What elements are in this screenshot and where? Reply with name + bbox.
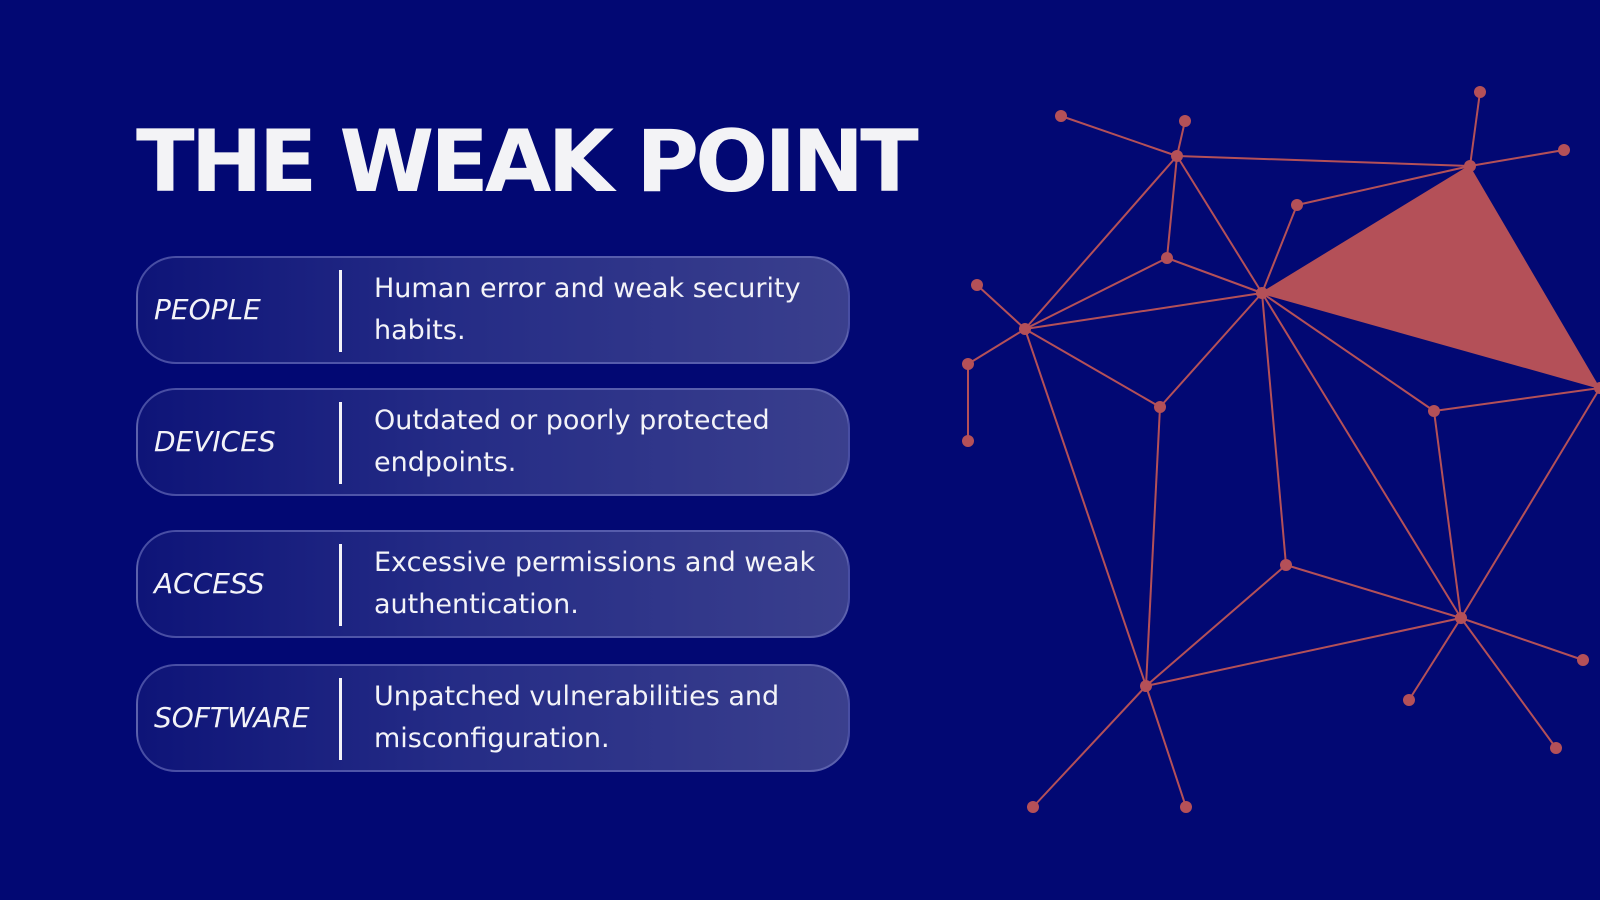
- network-edge: [1460, 617, 1557, 749]
- item-description: Outdated or poorly protected endpoints.: [374, 405, 770, 478]
- network-edge: [976, 284, 1026, 330]
- slide-title: THE WEAK POINT: [136, 112, 919, 212]
- network-edge: [1261, 204, 1298, 294]
- network-edge: [1024, 328, 1147, 687]
- network-edge: [1145, 564, 1287, 687]
- network-edge: [1469, 149, 1565, 167]
- network-node: [1019, 323, 1031, 335]
- network-edge: [967, 328, 1026, 365]
- network-node: [1055, 110, 1067, 122]
- network-edge: [1166, 257, 1263, 294]
- network-edge: [1145, 685, 1187, 808]
- network-edge: [1176, 155, 1263, 294]
- network-edge: [1032, 685, 1147, 808]
- network-edge: [1261, 292, 1287, 566]
- network-edge: [1261, 292, 1462, 619]
- network-edge: [1296, 165, 1471, 206]
- item-label: ACCESS: [154, 567, 265, 600]
- network-edge: [1024, 328, 1161, 408]
- weak-point-item-access: ACCESS Excessive permissions and weak au…: [136, 530, 850, 638]
- item-divider: [339, 544, 342, 626]
- network-edge: [1261, 292, 1435, 412]
- network-edge: [1166, 155, 1178, 259]
- item-label: PEOPLE: [154, 293, 261, 326]
- item-description: Unpatched vulnerabilities and misconfigu…: [374, 681, 780, 754]
- network-edge: [1261, 165, 1471, 294]
- network-node: [1179, 115, 1191, 127]
- network-edge: [1469, 91, 1481, 167]
- network-edge: [1433, 387, 1600, 412]
- network-edge: [1176, 155, 1471, 167]
- network-edge: [1024, 292, 1263, 330]
- network-node: [1180, 801, 1192, 813]
- item-divider: [339, 270, 342, 352]
- network-node: [1027, 801, 1039, 813]
- network-node: [962, 358, 974, 370]
- item-divider: [339, 678, 342, 760]
- network-edge: [1145, 617, 1462, 687]
- network-node: [1577, 654, 1589, 666]
- network-edge: [1460, 617, 1584, 661]
- network-node: [1140, 680, 1152, 692]
- item-divider: [339, 402, 342, 484]
- network-node: [1558, 144, 1570, 156]
- weak-point-item-devices: DEVICES Outdated or poorly protected end…: [136, 388, 850, 496]
- network-edge: [1145, 406, 1161, 687]
- network-node: [1455, 612, 1467, 624]
- network-node: [1171, 150, 1183, 162]
- network-node: [1464, 160, 1476, 172]
- network-node: [971, 279, 983, 291]
- network-node: [1154, 401, 1166, 413]
- network-edge: [1024, 155, 1178, 330]
- network-node: [1550, 742, 1562, 754]
- network-triangle: [1262, 166, 1600, 388]
- network-node: [1428, 405, 1440, 417]
- network-node: [1291, 199, 1303, 211]
- network-node: [1280, 559, 1292, 571]
- weak-point-item-software: SOFTWARE Unpatched vulnerabilities and m…: [136, 664, 850, 772]
- item-description: Human error and weak security habits.: [374, 273, 801, 346]
- network-node: [962, 435, 974, 447]
- item-label: SOFTWARE: [154, 701, 310, 734]
- network-node: [1256, 287, 1268, 299]
- weak-point-item-people: PEOPLE Human error and weak security hab…: [136, 256, 850, 364]
- network-node: [1474, 86, 1486, 98]
- item-label: DEVICES: [154, 425, 276, 458]
- network-edge: [1460, 387, 1600, 619]
- network-node: [1161, 252, 1173, 264]
- network-edge: [1261, 292, 1600, 389]
- network-node: [1594, 382, 1600, 394]
- network-edge: [1285, 564, 1462, 619]
- network-edge: [1024, 257, 1168, 330]
- network-edge: [1159, 292, 1263, 408]
- network-edge: [1060, 115, 1178, 157]
- network-node: [1403, 694, 1415, 706]
- network-edge: [1408, 617, 1462, 701]
- network-edge: [1433, 410, 1462, 619]
- item-description: Excessive permissions and weak authentic…: [374, 547, 816, 620]
